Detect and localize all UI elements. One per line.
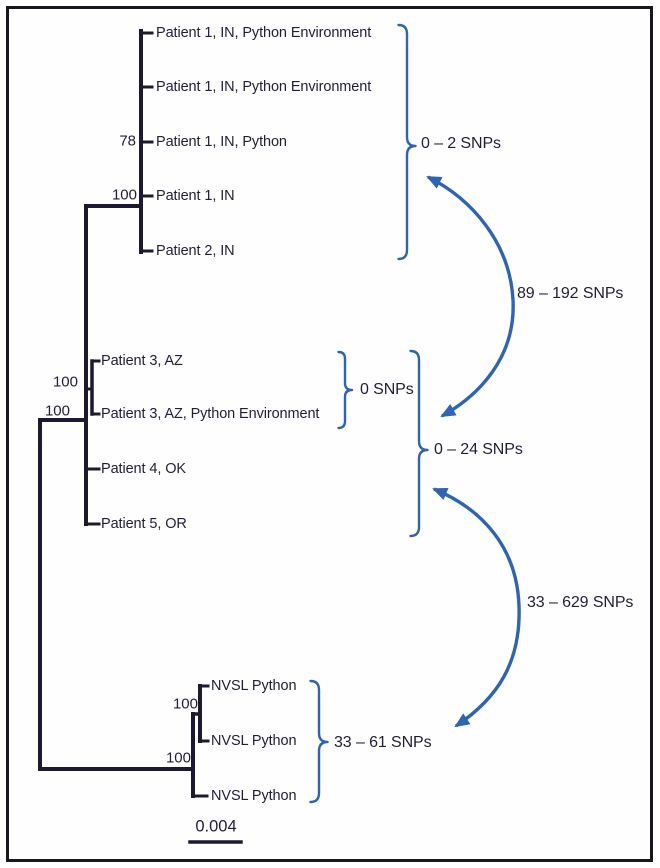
- support-value: 100: [111, 186, 137, 204]
- support-value: 100: [52, 373, 78, 391]
- taxon-label: NVSL Python: [211, 733, 297, 749]
- support-value: 100: [44, 402, 70, 420]
- taxon-label: Patient 1, IN, Python: [156, 134, 287, 150]
- patient4-5-ticks: [84, 467, 101, 526]
- nvsl-pair-ticks: [198, 684, 210, 743]
- support-value: 100: [172, 695, 198, 713]
- taxon-label: NVSL Python: [211, 678, 297, 694]
- patient3-ticks: [90, 359, 101, 416]
- taxon-label: Patient 3, AZ, Python Environment: [101, 406, 320, 422]
- scale-bar-label: 0.004: [195, 817, 237, 836]
- snp-range-label: 0 SNPs: [360, 381, 414, 398]
- curved-arrow-33-629-snps-icon: [432, 487, 521, 728]
- brace-0-2-snps-icon: [397, 23, 417, 261]
- taxon-label: Patient 5, OR: [101, 516, 187, 532]
- brace-33-61-snps-icon: [309, 679, 329, 804]
- snp-arrow-label: 89 – 192 SNPs: [517, 285, 624, 302]
- brace-0-24-snps-icon: [409, 349, 429, 538]
- brace-0-snps-icon: [337, 350, 354, 430]
- taxon-label: Patient 3, AZ: [101, 353, 183, 369]
- taxon-label: NVSL Python: [211, 788, 297, 804]
- support-value: 78: [119, 132, 136, 150]
- taxon-label: Patient 4, OK: [101, 461, 186, 477]
- figure-border: [6, 6, 653, 862]
- taxon-label: Patient 1, IN, Python Environment: [156, 79, 372, 95]
- snp-range-label: 0 – 24 SNPs: [434, 441, 523, 458]
- tree-branches: [38, 29, 243, 844]
- snp-arrow-label: 33 – 629 SNPs: [527, 594, 634, 611]
- taxon-label: Patient 1, IN, Python Environment: [156, 25, 372, 41]
- top-clade-ticks: [139, 31, 154, 253]
- taxon-label: Patient 2, IN: [156, 243, 235, 259]
- support-value: 100: [165, 749, 191, 767]
- snp-range-label: 0 – 2 SNPs: [421, 135, 501, 152]
- snp-range-label: 33 – 61 SNPs: [334, 734, 432, 751]
- taxon-label: Patient 1, IN: [156, 188, 235, 204]
- curved-arrow-89-192-snps-icon: [426, 175, 515, 418]
